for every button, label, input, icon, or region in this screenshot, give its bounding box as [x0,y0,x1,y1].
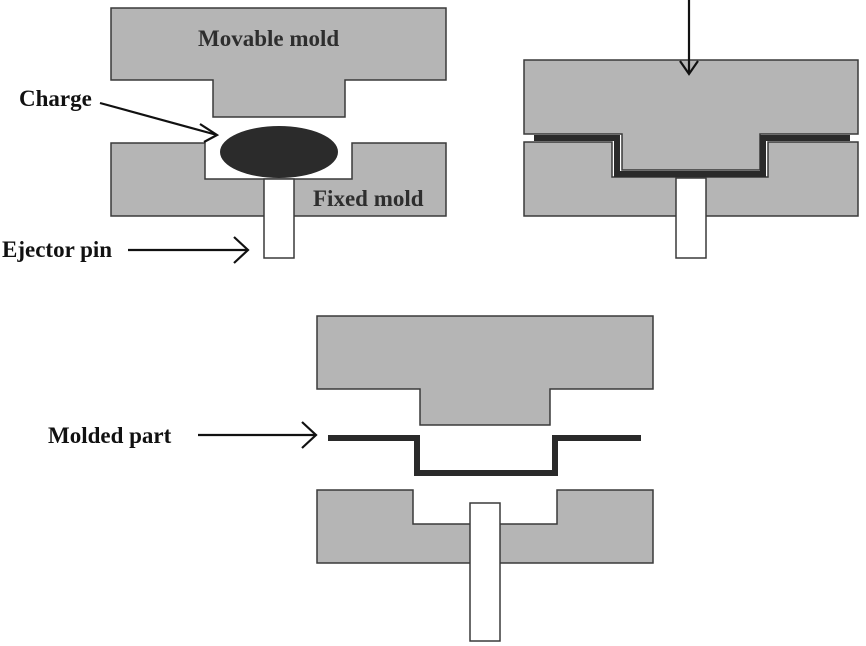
formed-part-stage-2 [534,135,850,177]
charge-arrow [99,101,220,143]
ejector-pin-stage-1 [263,178,295,259]
molded-part-label: Molded part [48,423,172,448]
ejector-pin-label: Ejector pin [2,237,112,262]
movable-mold-stage-3 [316,315,654,426]
movable-mold-label: Movable mold [198,26,339,51]
press-force-arrow [679,0,699,76]
fixed-mold-label: Fixed mold [313,186,424,211]
movable-mold-stage-1 [110,7,447,118]
stage-ejected-part: Molded part [48,315,654,642]
charge-label: Charge [19,86,92,111]
stage-closed-pressing [523,0,859,259]
ejector-pin-stage-3 [469,502,501,642]
ejector-pin-stage-2 [675,177,707,259]
stage-open-with-charge: Movable mold Fixed mold Charge Ejector p… [2,7,447,264]
molded-part [328,435,641,476]
ejector-pin-arrow [128,236,250,264]
charge-pellet [220,126,338,178]
molded-part-arrow [198,421,318,449]
